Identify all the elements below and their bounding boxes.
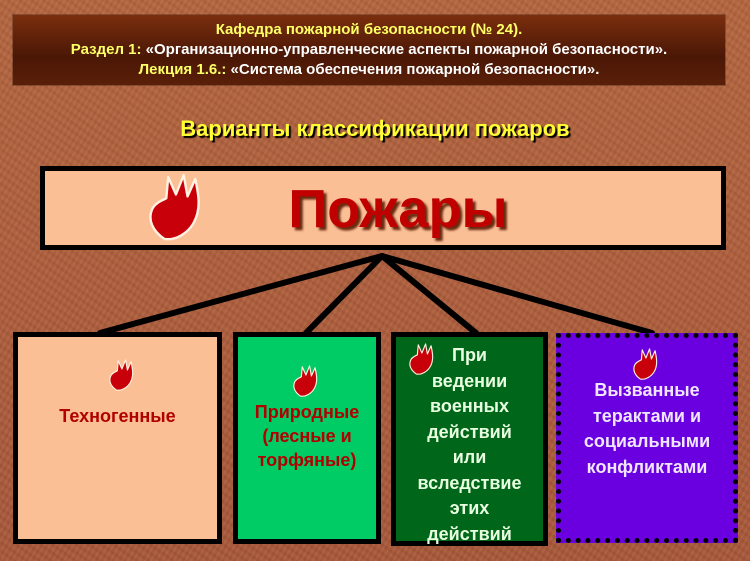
lecture-title: «Система обеспечения пожарной безопаснос… — [230, 61, 600, 78]
flame-icon — [630, 348, 660, 380]
flame-icon — [106, 359, 136, 391]
category-label: Природные (лесные и торфяные) — [254, 402, 360, 470]
flame-icon — [290, 365, 320, 397]
section-title: «Организационно-управленческие аспекты п… — [145, 41, 668, 58]
category-label: Техногенные — [59, 406, 176, 426]
category-technogenic: Техногенные — [13, 332, 222, 544]
header-banner: Кафедра пожарной безопасности (№ 24). Ра… — [13, 15, 725, 85]
root-label: Пожары — [288, 179, 508, 239]
slide-subtitle: Варианты классификации пожаров — [180, 116, 570, 141]
category-label: Вызванные терактами и социальными конфли… — [583, 380, 711, 477]
category-terrorism-social: Вызванные терактами и социальными конфли… — [556, 333, 738, 543]
root-node-pozhary: Пожары — [40, 166, 726, 250]
lecture-label: Лекция 1.6.: — [138, 61, 227, 78]
category-military: При ведении военных действий или вследст… — [391, 332, 548, 546]
section-label: Раздел 1: — [70, 41, 142, 58]
department-title: Кафедра пожарной безопасности (№ 24). — [215, 21, 523, 38]
category-natural: Природные (лесные и торфяные) — [233, 332, 381, 544]
category-label: При ведении военных действий или вследст… — [417, 345, 522, 544]
